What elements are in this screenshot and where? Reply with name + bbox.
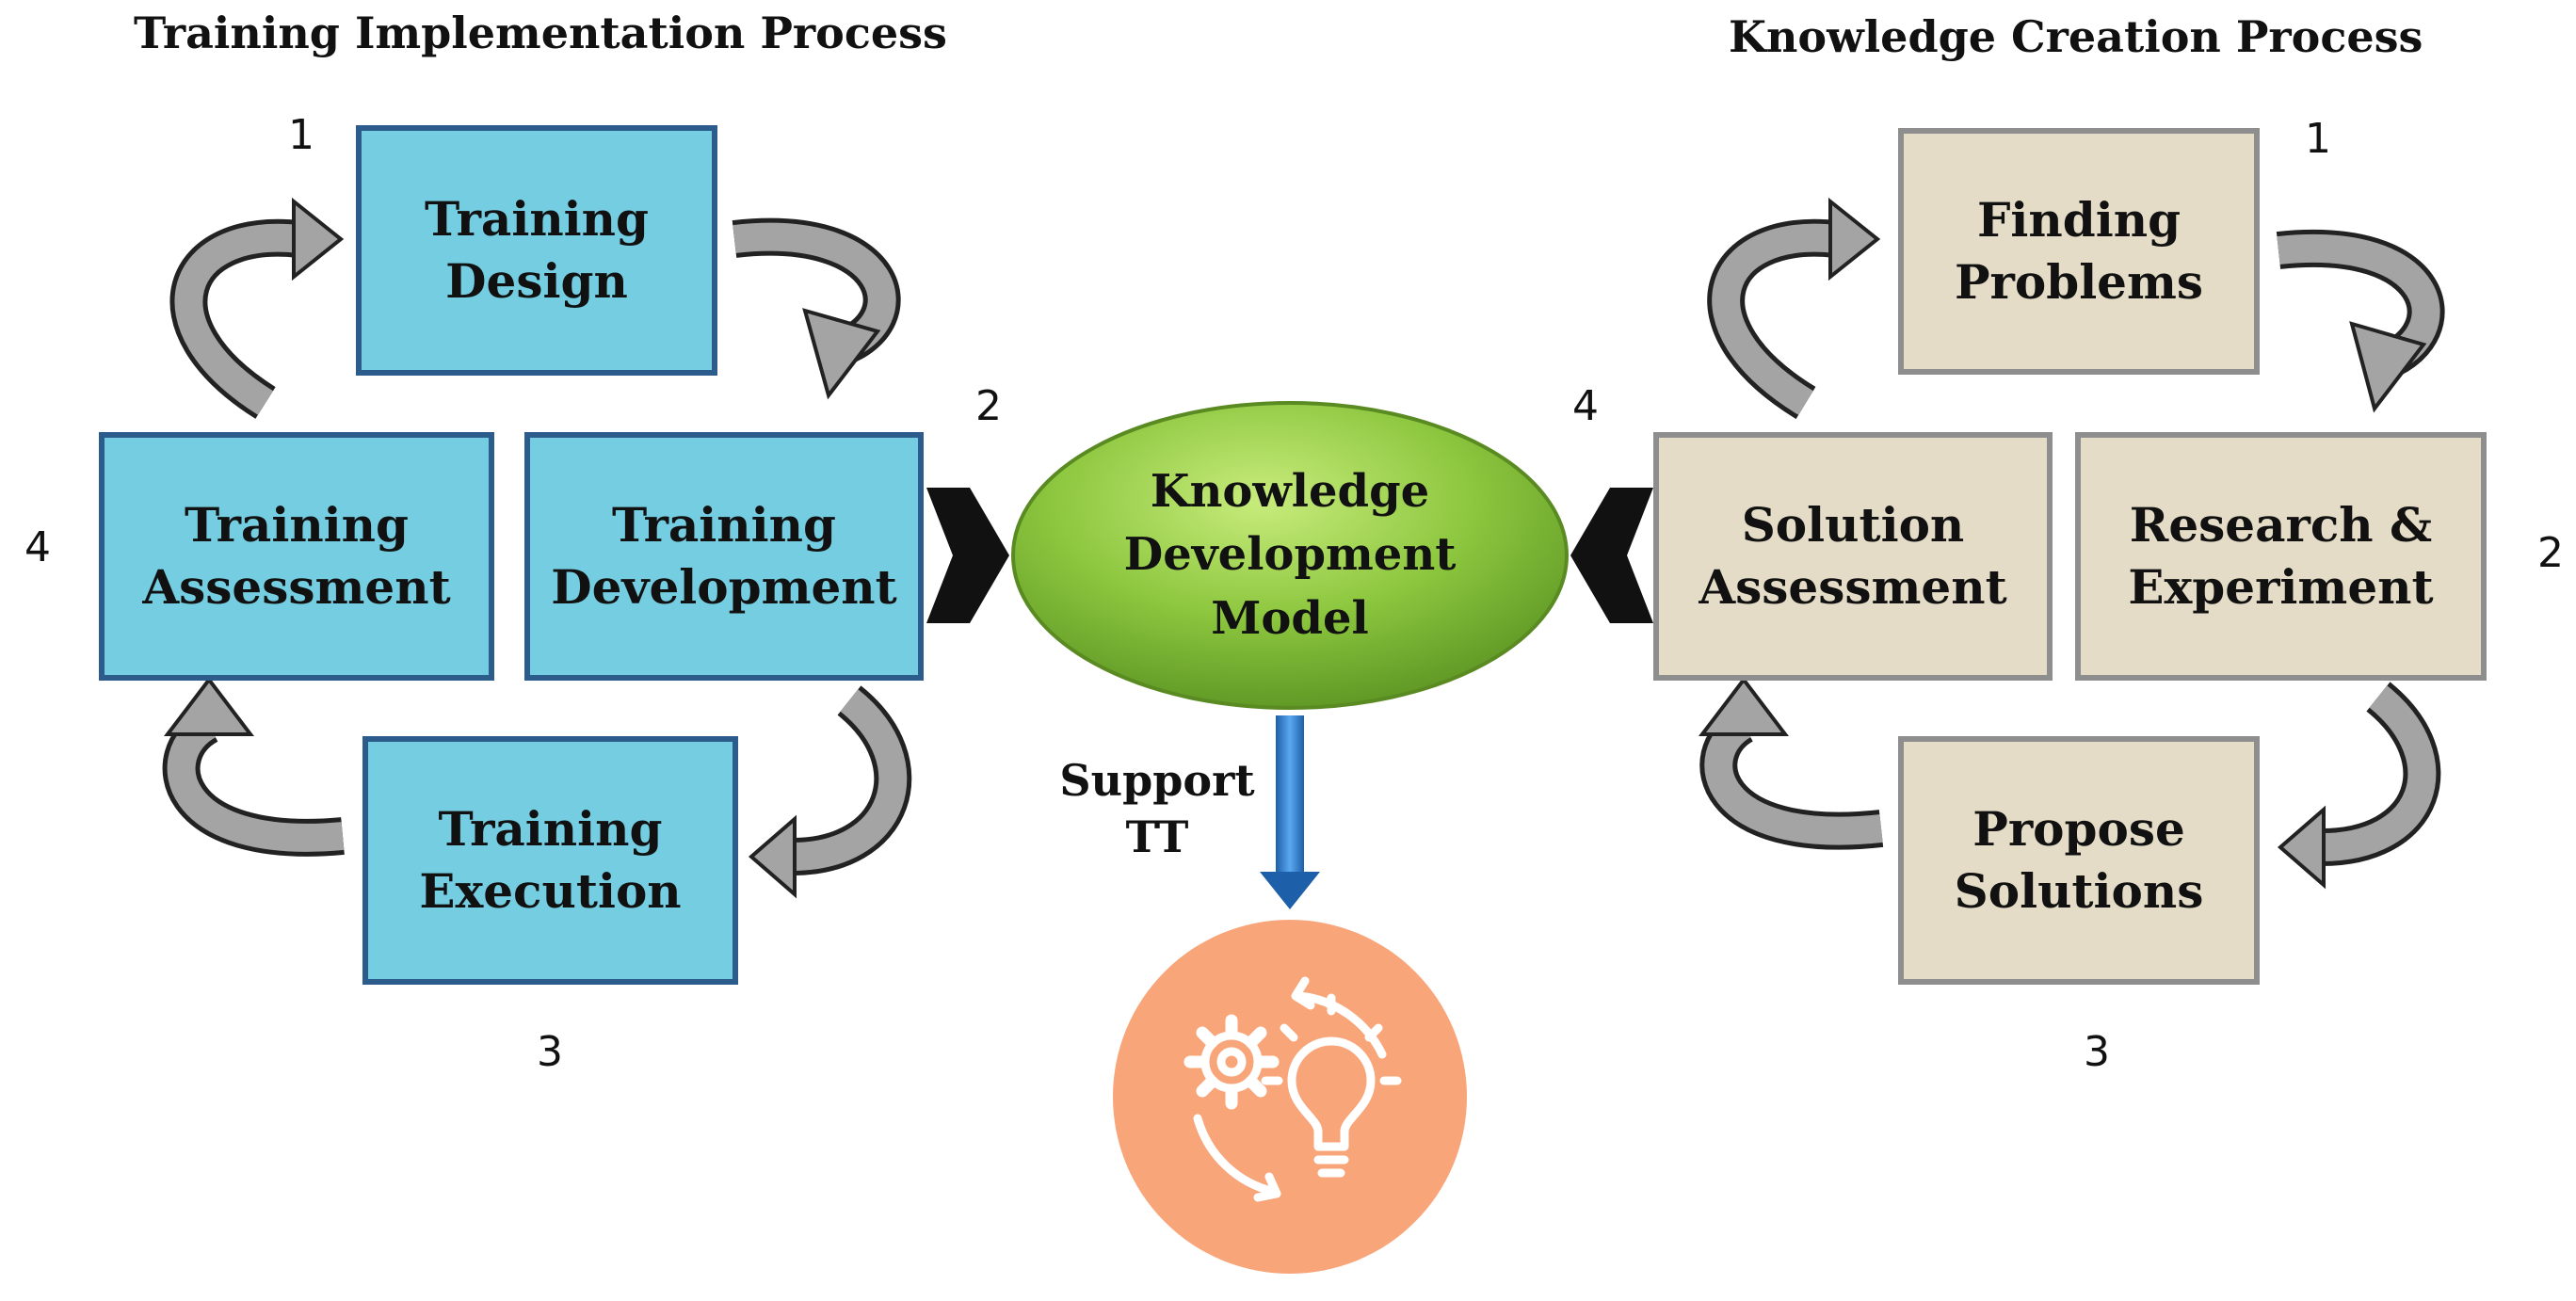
step-number: 4 [1572, 382, 1599, 430]
box-label: Design [445, 253, 628, 309]
box-label: Propose [1972, 801, 2185, 857]
box-label: Assessment [1699, 559, 2007, 615]
box-label: Training [612, 497, 836, 553]
step-number: 1 [288, 111, 314, 159]
cycle-arrow-icon [162, 676, 345, 857]
training-development-box: Training Development [524, 432, 924, 681]
training-assessment-box: Training Assessment [99, 432, 494, 681]
cycle-arrow-icon [748, 685, 912, 899]
box-label: Training [185, 497, 409, 553]
propose-solutions-box: Propose Solutions [1898, 736, 2260, 985]
chevron-left-icon [1570, 488, 1653, 623]
innovation-circle [1113, 920, 1467, 1274]
cycle-arrow-icon [169, 197, 345, 419]
solution-assessment-box: Solution Assessment [1653, 432, 2053, 681]
box-label: Finding [1976, 192, 2182, 248]
chevron-right-icon [926, 488, 1009, 623]
step-number: 4 [24, 523, 51, 571]
research-experiment-box: Research & Experiment [2075, 432, 2487, 681]
step-number: 3 [2084, 1028, 2110, 1076]
step-number: 2 [2537, 529, 2564, 577]
ellipse-label-line: Development [1123, 528, 1457, 582]
cycle-arrow-icon [2276, 230, 2445, 413]
support-label-line: TT [1125, 811, 1189, 862]
training-design-box: Training Design [356, 125, 717, 376]
ellipse-label-line: Knowledge [1150, 465, 1430, 519]
cycle-arrow-icon [2277, 682, 2441, 890]
arrow-down-icon [1260, 715, 1320, 909]
finding-problems-box: Finding Problems [1898, 128, 2260, 375]
box-label: Research & [2129, 497, 2433, 553]
ellipse-label-line: Model [1211, 591, 1369, 645]
training-execution-box: Training Execution [362, 736, 738, 985]
gear-lightbulb-cycle-icon [1183, 976, 1402, 1202]
knowledge-model-ellipse [1011, 401, 1569, 710]
box-label: Experiment [2128, 559, 2434, 615]
box-label: Solutions [1954, 863, 2204, 919]
knowledge-model-label: Knowledge Development Model [1017, 442, 1563, 668]
step-number: 3 [537, 1028, 563, 1076]
cycle-arrow-icon [1698, 676, 1884, 850]
box-label: Problems [1954, 254, 2204, 310]
right-process-title: Knowledge Creation Process [1729, 11, 2423, 62]
box-label: Training [425, 191, 649, 247]
cycle-arrow-icon [732, 217, 901, 400]
support-label-line: Support [1059, 755, 1255, 806]
support-tt-label: Support TT [1039, 753, 1275, 866]
box-label: Development [551, 559, 897, 615]
left-process-title: Training Implementation Process [134, 8, 947, 58]
box-label: Execution [419, 863, 682, 919]
step-number: 1 [2305, 115, 2331, 163]
cycle-arrow-icon [1707, 197, 1881, 420]
box-label: Assessment [142, 559, 451, 615]
box-label: Solution [1741, 497, 1965, 553]
step-number: 2 [975, 382, 1002, 430]
box-label: Training [438, 801, 663, 857]
